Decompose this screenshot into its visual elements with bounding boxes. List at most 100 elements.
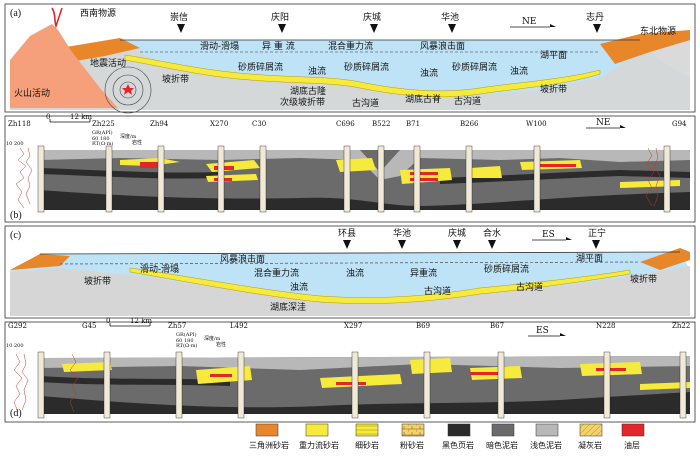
town-c-2: 庆城	[448, 227, 466, 239]
svg-text:暗色泥岩: 暗色泥岩	[486, 440, 518, 450]
ne-arrow-a	[510, 24, 556, 28]
es-arrow-c	[532, 237, 572, 241]
svg-text:X270: X270	[210, 120, 228, 128]
svg-text:砂质碎屑流: 砂质碎屑流	[484, 263, 529, 275]
svg-text:RT(Ω·m): RT(Ω·m)	[176, 342, 197, 349]
panel-a-town-markers	[177, 24, 601, 33]
svg-text:Zh118: Zh118	[8, 120, 31, 128]
svg-text:GR(API): GR(API)	[176, 331, 197, 338]
svg-text:湖底深洼: 湖底深洼	[270, 301, 306, 313]
svg-text:滑动-滑塌: 滑动-滑塌	[200, 41, 239, 52]
svg-text:湖平面: 湖平面	[576, 253, 603, 264]
svg-text:浊流: 浊流	[510, 65, 528, 77]
volcano-label: 火山活动	[14, 87, 50, 99]
svg-text:Zh22: Zh22	[672, 322, 690, 330]
legend-item-delta-sand: 三角洲砂岩	[249, 423, 289, 450]
earthquake-rings	[104, 66, 152, 114]
svg-text:风暴浪击面: 风暴浪击面	[420, 40, 465, 52]
svg-text:异重流: 异重流	[410, 267, 437, 279]
svg-text:浅色泥岩: 浅色泥岩	[530, 440, 562, 450]
svg-text:滑动-滑塌: 滑动-滑塌	[140, 264, 179, 275]
source-ne-label: 东北物源	[640, 25, 676, 37]
legend-item-dark-mudstone: 暗色泥岩	[486, 423, 518, 450]
town-a-2: 庆城	[363, 11, 381, 23]
svg-text:古沟道: 古沟道	[424, 285, 451, 297]
panel-b-headers: GR(API) 60 180 RT(Ω·m) 10 200 深度/m 岩性	[6, 129, 142, 147]
svg-text:深度/m: 深度/m	[204, 335, 221, 342]
svg-text:砂质碎屑流: 砂质碎屑流	[452, 61, 497, 73]
svg-text:浊流: 浊流	[346, 267, 364, 279]
town-c-1: 华池	[393, 227, 411, 239]
svg-text:混合重力流: 混合重力流	[254, 267, 299, 279]
svg-text:60 180: 60 180	[176, 338, 194, 344]
panel-d-log-curves	[13, 353, 79, 413]
scale-zero-b: 0	[46, 113, 50, 121]
svg-text:湖平面: 湖平面	[540, 50, 567, 61]
svg-text:Zh94: Zh94	[150, 120, 169, 128]
svg-text:60 180: 60 180	[92, 136, 110, 142]
town-a-4: 志丹	[586, 11, 604, 23]
svg-text:N228: N228	[596, 322, 616, 330]
panel-c-tag: (c)	[10, 230, 21, 241]
svg-text:B69: B69	[416, 322, 430, 330]
svg-text:浊流: 浊流	[290, 281, 308, 293]
svg-text:坡折带: 坡折带	[162, 73, 189, 85]
svg-text:C30: C30	[252, 120, 266, 128]
direction-d: ES	[536, 326, 549, 336]
svg-text:10 200: 10 200	[6, 141, 24, 147]
svg-text:坡折带: 坡折带	[630, 273, 657, 285]
panel-b-well-columns	[37, 145, 671, 213]
source-sw-label: 西南物源	[80, 7, 116, 19]
svg-text:岩性: 岩性	[132, 139, 142, 146]
svg-text:GR(API): GR(API)	[92, 129, 113, 136]
town-c-4: 正宁	[588, 227, 606, 239]
panel-b-log-curves	[15, 147, 661, 209]
panel-b-tag: (b)	[10, 210, 22, 221]
svg-text:湖底古隆: 湖底古隆	[290, 85, 326, 97]
legend-item-black-shale: 黑色页岩	[442, 423, 474, 450]
svg-text:RT(Ω·m): RT(Ω·m)	[92, 140, 113, 147]
scale-bar-d	[109, 323, 151, 327]
svg-text:坡折带: 坡折带	[540, 83, 567, 95]
town-c-3: 合水	[483, 227, 501, 239]
svg-text:砂质碎屑流: 砂质碎屑流	[238, 61, 283, 73]
svg-text:深度/m: 深度/m	[120, 133, 137, 140]
svg-text:粉砂岩: 粉砂岩	[400, 440, 424, 450]
svg-text:G94: G94	[672, 120, 687, 128]
town-c-0: 环县	[338, 228, 356, 239]
svg-text:风暴浪击面: 风暴浪击面	[220, 253, 265, 265]
town-a-0: 崇信	[170, 11, 188, 23]
svg-text:古沟道: 古沟道	[454, 95, 481, 107]
svg-text:浊流: 浊流	[308, 65, 326, 77]
legend-item-oil-layer: 油层	[621, 423, 645, 450]
scale-bar-b	[49, 119, 91, 123]
svg-text:古沟道: 古沟道	[516, 281, 543, 293]
svg-text:坡折带: 坡折带	[84, 275, 111, 287]
scale-zero-d: 0	[106, 317, 110, 325]
svg-text:湖底古脊: 湖底古脊	[405, 93, 441, 105]
svg-text:细砂岩: 细砂岩	[355, 440, 379, 450]
scale-label-b: 12 km	[70, 113, 92, 121]
legend-item-light-mudstone: 浅色泥岩	[530, 423, 562, 450]
svg-text:砂质碎屑流: 砂质碎屑流	[344, 61, 389, 73]
svg-text:重力流砂岩: 重力流砂岩	[299, 440, 339, 450]
panel-b: (b) Zh118 Zh225 Zh94 X270 C30 C696 B522 …	[4, 113, 696, 223]
svg-text:B67: B67	[490, 322, 504, 330]
panel-d-well-names: G292 G45 Zh57 L492 X297 B69 B67 N228 Zh2…	[8, 322, 690, 330]
svg-text:B71: B71	[406, 120, 420, 128]
town-a-3: 华池	[441, 11, 459, 23]
legend-item-gravity-sand: 重力流砂岩	[299, 423, 339, 450]
svg-text:Zh225: Zh225	[92, 120, 115, 128]
svg-text:X297: X297	[344, 322, 362, 330]
svg-text:三角洲砂岩: 三角洲砂岩	[249, 440, 289, 450]
svg-text:异 重 流: 异 重 流	[262, 40, 295, 52]
direction-a: NE	[522, 17, 536, 27]
svg-text:凝灰岩: 凝灰岩	[578, 440, 602, 450]
svg-text:C696: C696	[336, 120, 355, 128]
epicenter-star-icon	[122, 84, 134, 95]
scale-label-d: 12 km	[130, 317, 152, 325]
direction-c: ES	[542, 230, 555, 240]
panel-a-process-labels: 滑动-滑塌 异 重 流 混合重力流 风暴浪击面 湖平面 砂质碎屑流 砂质碎屑流 …	[162, 40, 567, 109]
legend: 三角洲砂岩 重力流砂岩 细砂岩 粉砂岩 黑色页岩 暗色泥岩 浅色泥岩 凝灰岩	[249, 423, 645, 450]
